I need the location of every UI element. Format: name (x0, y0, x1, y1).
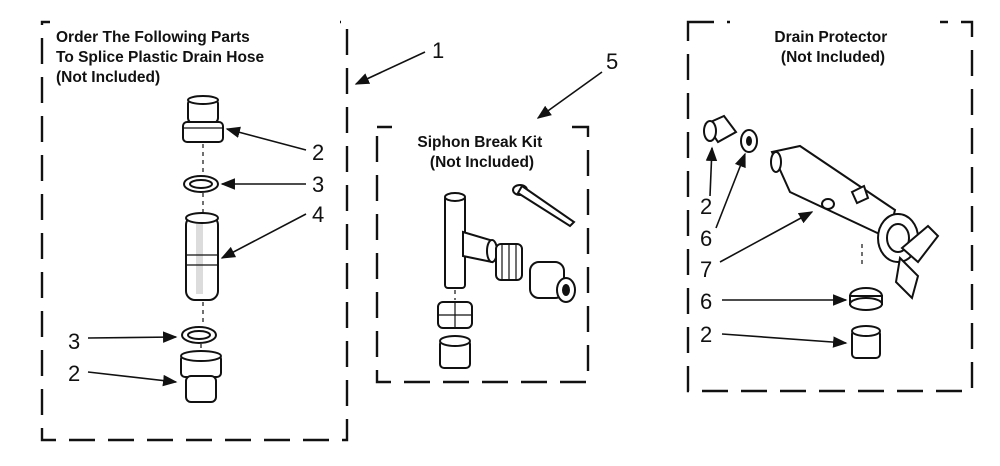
callout-right-ring: 6 (700, 289, 712, 314)
clamp-ring-top (183, 175, 219, 193)
callout-right-adapter-leader (721, 333, 848, 348)
callout-body: 7 (700, 257, 712, 282)
hose-connector (185, 212, 219, 301)
siphon-lower-nut (437, 301, 473, 329)
protector-adapter-right (851, 325, 881, 359)
hose-adapter-top (182, 95, 224, 143)
splice-parts-panel: Order The Following Parts To Splice Plas… (40, 20, 444, 442)
callout-bottom-clamp: 3 (68, 329, 80, 354)
siphon-panel-border (375, 125, 590, 384)
callout-bottom-adapter: 2 (68, 361, 80, 386)
callout-kit-1-leader (354, 51, 426, 85)
splice-panel-title: Order The Following Parts To Splice Plas… (56, 29, 268, 86)
callout-kit-5: 5 (606, 49, 618, 74)
siphon-fitting (529, 261, 576, 303)
siphon-break-panel: Siphon Break Kit (Not Included) 5 (375, 49, 618, 384)
hose-adapter-bottom (180, 350, 222, 403)
splice-panel-border (40, 20, 349, 442)
siphon-nut (495, 243, 523, 281)
protector-panel-title: Drain Protector (Not Included) (774, 29, 891, 66)
protector-body (770, 144, 940, 300)
callout-body-leader (719, 211, 814, 263)
callout-connector: 4 (312, 202, 324, 227)
siphon-panel-title: Siphon Break Kit (Not Included) (417, 134, 546, 171)
callout-kit-1: 1 (432, 38, 444, 63)
callout-top-adapter: 2 (312, 140, 324, 165)
callout-left-ring-leader (715, 152, 746, 229)
callout-top-adapter-leader (225, 126, 307, 151)
drain-protector-panel: Drain Protector (Not Included) 2 (686, 19, 974, 393)
callout-bottom-clamp-leader (87, 331, 178, 343)
callout-right-adapter: 2 (700, 322, 712, 347)
callout-connector-leader (220, 213, 307, 259)
siphon-lower-adapter (439, 335, 471, 369)
callout-left-ring: 6 (700, 226, 712, 251)
callout-top-clamp: 3 (312, 172, 324, 197)
protector-ring-right (849, 287, 883, 311)
siphon-tee (444, 192, 498, 289)
callout-kit-5-leader (536, 71, 603, 119)
cotter-pin (512, 184, 576, 228)
callout-left-adapter: 2 (700, 194, 712, 219)
callout-bottom-adapter-leader (87, 371, 178, 387)
protector-ring-left (740, 129, 758, 153)
protector-adapter-left (703, 114, 738, 144)
clamp-ring-bottom (181, 326, 217, 344)
callout-left-adapter-leader (705, 146, 718, 197)
